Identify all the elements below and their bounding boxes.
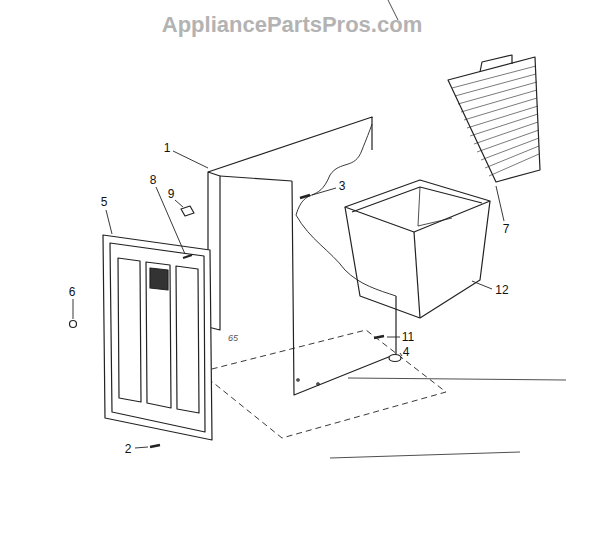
callout-number: 7 bbox=[503, 223, 510, 235]
callout-number: 11 bbox=[402, 331, 414, 343]
screw-3 bbox=[300, 195, 310, 198]
base-pan bbox=[200, 330, 446, 438]
callout-number: 9 bbox=[168, 188, 175, 200]
callout-number: 12 bbox=[495, 284, 508, 296]
drain-bin bbox=[345, 180, 490, 318]
callout-number: 2 bbox=[125, 443, 132, 455]
cap-4 bbox=[389, 355, 401, 362]
callout-number: 1 bbox=[164, 142, 171, 154]
front-grille bbox=[103, 235, 212, 440]
screw-11 bbox=[374, 336, 384, 338]
callout-number: 5 bbox=[101, 196, 108, 208]
clip-9 bbox=[181, 206, 194, 216]
plug-6 bbox=[70, 321, 77, 328]
pin-8 bbox=[183, 255, 192, 258]
callout-number: 4 bbox=[403, 346, 410, 358]
watermark: AppliancePartsPros.com bbox=[162, 14, 422, 36]
leader-lines bbox=[73, 151, 504, 448]
guide-line bbox=[330, 452, 520, 458]
callout-number: 6 bbox=[69, 286, 76, 298]
callout-number: 3 bbox=[339, 180, 346, 192]
cabinet bbox=[208, 117, 396, 395]
screw-2 bbox=[150, 445, 160, 447]
guide-line bbox=[348, 378, 566, 380]
part-marking: 65 bbox=[228, 334, 238, 343]
callout-number: 8 bbox=[150, 174, 157, 186]
air-filter bbox=[448, 55, 540, 182]
